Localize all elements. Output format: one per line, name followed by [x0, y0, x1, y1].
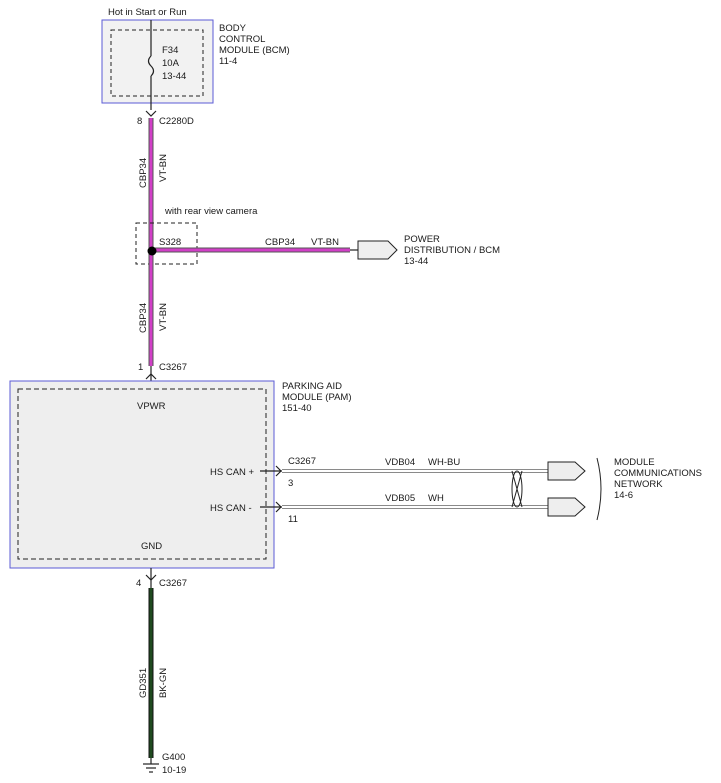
bcm-title-1: BODY: [219, 23, 247, 34]
can-plus-pin: 3: [288, 478, 293, 489]
c3267-top-pin: 1: [138, 362, 143, 373]
fuse-rating: 10A: [162, 58, 180, 69]
bcm-box: [101, 19, 214, 104]
wire-mid-color: VT-BN: [158, 303, 169, 331]
c2280d-connector-icon: [145, 110, 157, 117]
pam-box: [9, 380, 275, 569]
can-minus-color: WH: [428, 493, 444, 504]
branch-arrow-connector: [357, 240, 398, 260]
branch-dest-1: POWER: [404, 234, 440, 245]
wire-upper-circuit: CBP34: [138, 158, 149, 188]
c3267-bottom-name: C3267: [159, 578, 187, 589]
splice-note: with rear view camera: [164, 206, 258, 217]
ground-name: G400: [162, 752, 185, 763]
fuse-ref: 13-44: [162, 71, 186, 82]
bcm-dashed-border: [110, 29, 204, 97]
can-minus-connector-icon: [275, 501, 282, 513]
pam-title-3: 151-40: [282, 403, 312, 414]
wire-upper-color: VT-BN: [158, 154, 169, 182]
ground-wire-color: BK-GN: [158, 668, 169, 698]
c2280d-pin: 8: [137, 116, 142, 127]
ground-icon: [143, 758, 159, 773]
can-plus-connector: C3267: [288, 456, 316, 467]
can-plus-circuit: VDB04: [385, 457, 415, 468]
c3267-bottom-connector-icon: [145, 574, 157, 581]
pam-vpwr: VPWR: [137, 401, 166, 412]
bcm-module: F34 10A 13-44 BODY CONTROL MODULE (BCM) …: [101, 19, 290, 110]
c3267-bottom-pin: 4: [136, 578, 141, 589]
can-plus-wire-group: C3267 3 VDB04 WH-BU: [260, 456, 548, 489]
pam-dashed-border: [17, 388, 267, 560]
network-arrow-minus: [547, 497, 586, 517]
c2280d-name: C2280D: [159, 116, 194, 127]
network-label-1: MODULE: [614, 457, 655, 468]
pam-hs-can-plus: HS CAN +: [210, 467, 255, 478]
pam-title-2: MODULE (PAM): [282, 392, 352, 403]
c3267-top-name: C3267: [159, 362, 187, 373]
splice-dot: [147, 246, 157, 256]
can-minus-pin: 11: [288, 514, 298, 525]
fuse-name: F34: [162, 45, 178, 56]
can-plus-connector-icon: [275, 465, 282, 477]
can-minus-circuit: VDB05: [385, 493, 415, 504]
branch-dest-2: DISTRIBUTION / BCM: [404, 245, 500, 256]
network-label-2: COMMUNICATIONS: [614, 468, 702, 479]
network-bracket-icon: [596, 457, 602, 521]
network-arrow-plus: [547, 461, 586, 481]
ground-ref: 10-19: [162, 765, 186, 776]
branch-dest-3: 13-44: [404, 256, 428, 267]
bcm-title-4: 11-4: [219, 56, 237, 67]
branch-circuit: CBP34: [265, 237, 295, 248]
can-minus-wire-group: 11 VDB05 WH: [260, 493, 548, 525]
pam-module: VPWR GND HS CAN + HS CAN - PARKING AID M…: [9, 380, 352, 569]
splice-dashed-box: [135, 222, 198, 265]
can-plus-color: WH-BU: [428, 457, 460, 468]
supply-label: Hot in Start or Run: [108, 7, 187, 18]
wire-mid-circuit: CBP34: [138, 303, 149, 333]
pam-gnd: GND: [141, 541, 162, 552]
ground-wire-circuit: GD351: [138, 668, 149, 698]
branch-color: VT-BN: [311, 237, 339, 248]
network-label-3: NETWORK: [614, 479, 663, 490]
bcm-title-3: MODULE (BCM): [219, 45, 290, 56]
bcm-title-2: CONTROL: [219, 34, 265, 45]
twisted-pair-icon: [511, 470, 523, 508]
splice-label: S328: [159, 237, 181, 248]
pam-hs-can-minus: HS CAN -: [210, 503, 252, 514]
fuse-icon: [147, 55, 155, 77]
network-label-4: 14-6: [614, 490, 633, 501]
pam-title-1: PARKING AID: [282, 381, 342, 392]
